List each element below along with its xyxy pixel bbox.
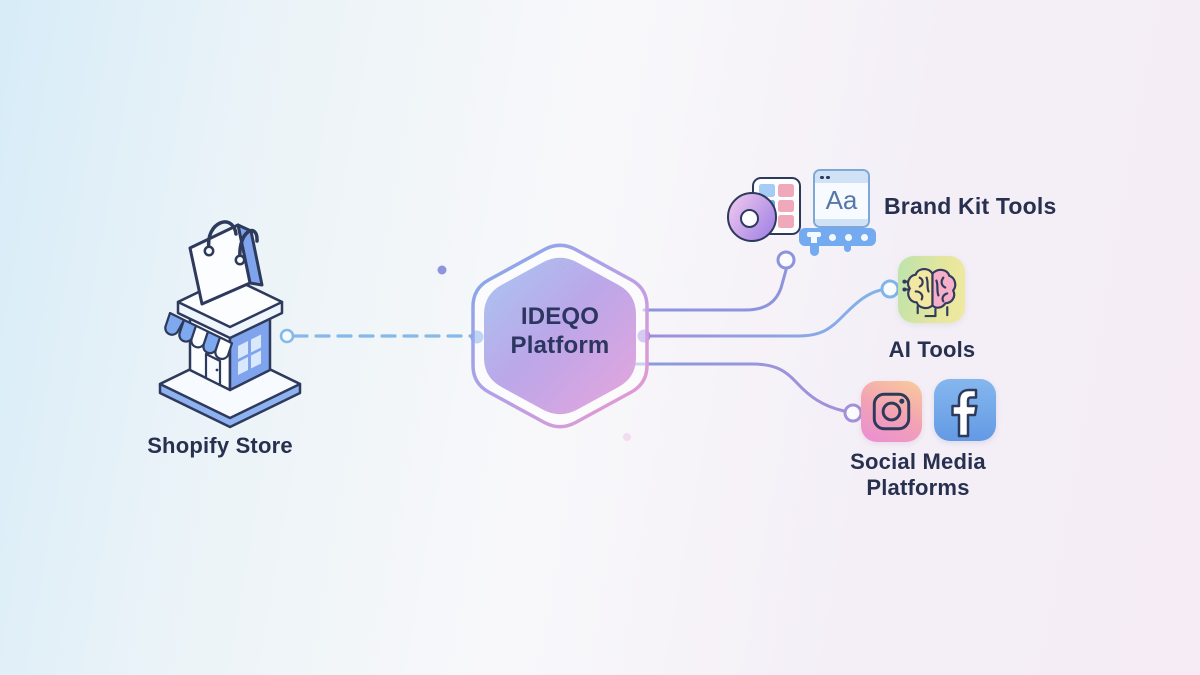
- window-dot: [826, 175, 830, 179]
- instagram-icon: [861, 381, 922, 442]
- store-door: [204, 352, 222, 387]
- window-footer-bar: [815, 219, 868, 226]
- store-awning: [164, 311, 234, 361]
- brand-kit-tools-label: Brand Kit Tools: [884, 193, 1057, 219]
- store-window: [238, 334, 261, 375]
- dashed-connector-start-dot: [279, 328, 295, 344]
- connector-social: [631, 362, 846, 413]
- rail-clamp: [807, 232, 821, 237]
- bag-grommet-right: [234, 254, 246, 266]
- connector-social-end-dot: [843, 403, 863, 423]
- rail-dot: [861, 233, 868, 241]
- shopify-store-label: Shopify Store: [147, 433, 293, 458]
- ai-brain-icon: [898, 256, 965, 323]
- decor-dot-bottom: [623, 433, 631, 441]
- typography-sample-text: Aa: [825, 185, 858, 215]
- bag-grommet-left: [203, 245, 215, 257]
- rail-hanging-tool: [810, 243, 819, 256]
- store-door-knob: [215, 368, 219, 372]
- connector-ai: [642, 288, 883, 338]
- color-wheel-icon: [727, 192, 777, 242]
- window-titlebar: [815, 171, 868, 183]
- palette-swatch: [759, 184, 775, 197]
- platform-label: IDEQO Platform: [510, 303, 610, 359]
- connector-brand-kit-end-dot: [776, 250, 796, 270]
- rail-clamp-stem: [811, 236, 817, 243]
- connector-brand-kit: [642, 268, 788, 312]
- connector-ai-end-dot: [880, 279, 900, 299]
- shopping-bag-icon: [188, 220, 264, 306]
- hexagon-inner: [484, 257, 636, 415]
- decor-dot-top: [437, 265, 447, 275]
- rail-hanging-tool: [844, 244, 851, 252]
- tool-rail-icon: [799, 228, 876, 256]
- palette-swatch: [778, 184, 794, 197]
- shopify-storefront-icon: [158, 220, 302, 429]
- color-wheel-hole: [740, 209, 759, 228]
- bag-front-face: [188, 223, 252, 306]
- typography-window-icon: Aa: [813, 169, 870, 228]
- rail-dot: [845, 233, 852, 241]
- facebook-f-glyph: [951, 388, 978, 438]
- social-media-platforms-label: Social Media Platforms: [850, 449, 986, 500]
- palette-swatch: [778, 199, 794, 213]
- bag-handle-right: [238, 228, 259, 260]
- rail-dot: [829, 233, 836, 241]
- window-dot: [820, 175, 824, 179]
- bag-handle-left: [207, 220, 238, 251]
- ai-tools-label: AI Tools: [888, 337, 976, 362]
- facebook-icon: [934, 379, 996, 441]
- palette-swatch: [778, 215, 794, 228]
